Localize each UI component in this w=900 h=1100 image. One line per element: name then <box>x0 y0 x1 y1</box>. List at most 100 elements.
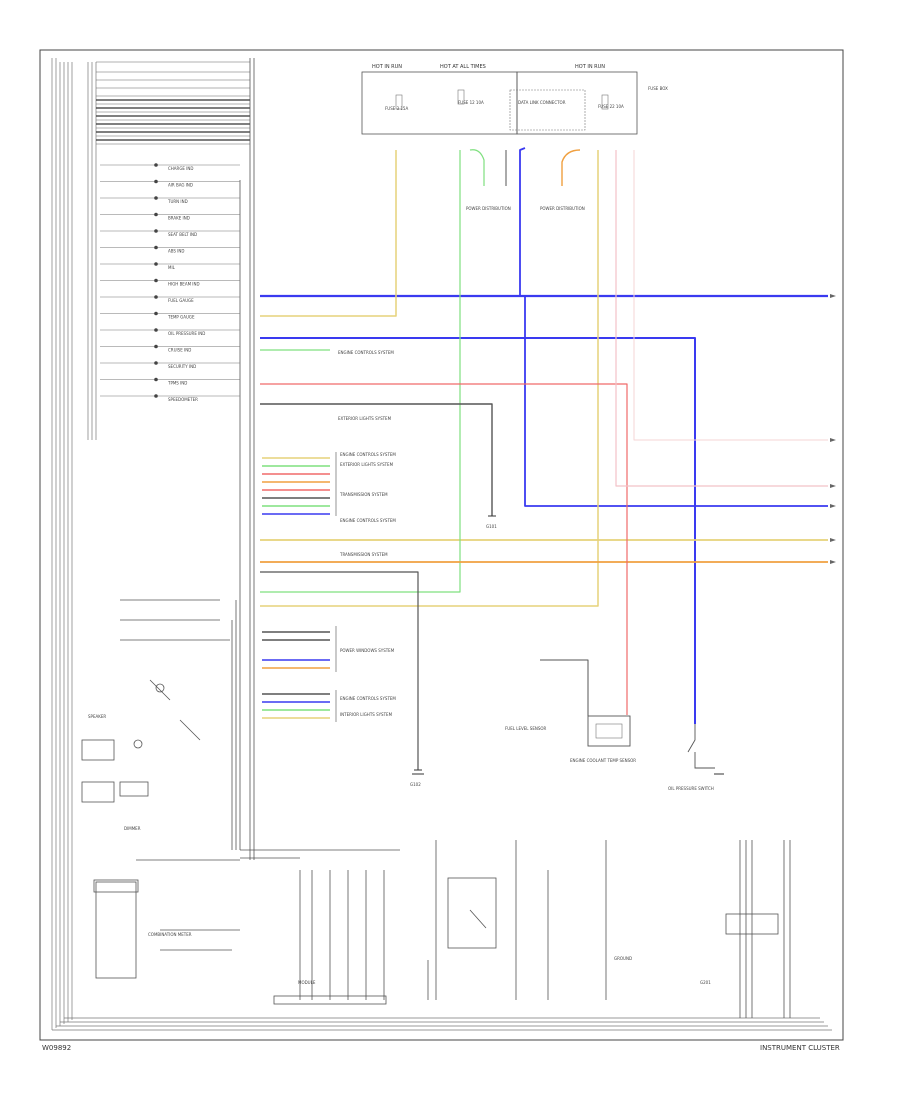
footer-left: W09892 <box>42 1044 72 1052</box>
cluster-row-node <box>154 212 158 217</box>
system-label-10: INTERIOR LIGHTS SYSTEM <box>340 712 393 717</box>
lower-left-components <box>81 599 240 979</box>
conn-b-label: POWER DISTRIBUTION <box>540 206 585 211</box>
cluster-row-label: TPMS IND <box>167 381 187 386</box>
cluster-dark-bus <box>96 99 250 141</box>
cluster-row: AIR BAG IND <box>100 179 240 188</box>
cluster-row-label: FUEL GAUGE <box>168 298 194 303</box>
cluster-indicator-rows: CHARGE IND AIR BAG IND TURN IND BRAKE IND SE… <box>100 163 240 402</box>
footer-right: INSTRUMENT CLUSTER <box>760 1044 840 1052</box>
right-edge-arrows <box>830 294 836 564</box>
system-label-4: EXTERIOR LIGHTS SYSTEM <box>340 462 394 467</box>
wire-lightpink <box>633 150 828 441</box>
cluster-row-node <box>154 278 158 283</box>
cluster-row: TEMP GAUGE <box>100 311 240 320</box>
wire-blue-right <box>260 337 696 724</box>
cluster-row-node <box>154 377 158 382</box>
wire-red <box>260 383 628 715</box>
system-label-1: ENGINE CONTROLS SYSTEM <box>338 350 394 355</box>
fuse-symbols <box>395 89 609 110</box>
cluster-row: TPMS IND <box>100 377 240 386</box>
cluster-rails <box>231 58 255 860</box>
cluster-row-node <box>154 245 158 250</box>
ground-g1: G101 <box>486 524 497 529</box>
data-link-box <box>509 89 586 131</box>
sensor-a-inner <box>595 723 623 739</box>
cluster-row-label: SEAT BELT IND <box>168 232 197 237</box>
cluster-row-label: BRAKE IND <box>168 216 190 221</box>
wire-blue-drop <box>519 147 828 507</box>
cluster-row-node <box>154 262 158 266</box>
cluster-row-node <box>154 295 158 299</box>
cluster-row-node <box>154 311 158 316</box>
cluster-row-label: CHARGE IND <box>168 166 193 171</box>
cluster-row-label: HIGH BEAM IND <box>168 282 200 287</box>
cluster-row-node <box>154 344 158 349</box>
diagram-frame <box>39 49 844 1041</box>
cluster-row-label: TEMP GAUGE <box>167 315 195 320</box>
lower-a-label: SPEAKER <box>88 714 106 719</box>
cluster-row: MIL <box>100 262 240 270</box>
system-label-8: POWER WINDOWS SYSTEM <box>340 648 395 653</box>
cluster-row-label: ABS IND <box>168 249 184 254</box>
cluster-row-node <box>154 328 158 332</box>
fuse-box-left <box>361 71 518 135</box>
sensor-a-label: ENGINE COOLANT TEMP SENSOR <box>570 758 636 763</box>
system-stubs <box>262 457 330 719</box>
fuse-1: FUSE 3 15A <box>385 106 408 111</box>
cluster-row: HIGH BEAM IND <box>100 278 240 287</box>
fuse-box-note: FUSE BOX <box>648 86 668 91</box>
system-label-9: ENGINE CONTROLS SYSTEM <box>340 696 396 701</box>
lower-d-label: MODULE <box>298 980 316 985</box>
ground-g3: G201 <box>700 980 711 985</box>
data-link-label: DATA LINK CONNECTOR <box>518 100 566 105</box>
header-left: HOT IN RUN <box>372 64 402 70</box>
cluster-row-label: SECURITY IND <box>168 364 196 369</box>
lower-middle-connectors <box>240 840 791 1018</box>
cluster-row: ABS IND <box>100 245 240 254</box>
cluster-row-label: CRUISE IND <box>168 348 191 353</box>
wire-pink <box>615 150 828 487</box>
cluster-row: OIL PRESSURE IND <box>100 328 240 336</box>
cluster-row-node <box>154 179 158 184</box>
cluster-top-pins <box>96 61 250 145</box>
cluster-row-node <box>154 394 158 398</box>
cluster-row-node <box>154 196 158 200</box>
cluster-row-node <box>154 361 158 365</box>
wire-green-1 <box>260 150 461 593</box>
cluster-row: CRUISE IND <box>100 344 240 353</box>
header-right: HOT IN RUN <box>575 64 605 70</box>
lower-e-label: GROUND <box>614 956 632 961</box>
ground-symbols <box>412 515 724 775</box>
cluster-row: FUEL GAUGE <box>100 295 240 303</box>
wire-orange-2 <box>561 149 581 186</box>
cluster-row-label: AIR BAG IND <box>168 183 193 188</box>
wire-green-2 <box>469 149 485 186</box>
cluster-row-label: TURN IND <box>167 199 188 204</box>
conn-a-label: POWER DISTRIBUTION <box>466 206 511 211</box>
cluster-row: SECURITY IND <box>100 361 240 369</box>
fuse-2: FUSE 12 10A <box>458 100 484 105</box>
cluster-row: SPEEDOMETER <box>100 394 240 402</box>
wire-yellow-1 <box>260 150 397 317</box>
colored-wires <box>260 147 828 770</box>
system-label-2: EXTERIOR LIGHTS SYSTEM <box>338 416 392 421</box>
system-label-7: TRANSMISSION SYSTEM <box>339 552 388 557</box>
switch-a-symbol <box>687 724 715 769</box>
fuse-3: FUSE 22 10A <box>598 104 624 109</box>
system-label-3: ENGINE CONTROLS SYSTEM <box>340 452 396 457</box>
left-harness <box>51 58 832 1031</box>
system-label-6: ENGINE CONTROLS SYSTEM <box>340 518 396 523</box>
cluster-row-node <box>154 229 158 233</box>
sensor-b-label: FUEL LEVEL SENSOR <box>505 726 547 731</box>
switch-a-label: OIL PRESSURE SWITCH <box>668 786 714 791</box>
wire-yellow-2 <box>260 150 599 607</box>
cluster-row-label: OIL PRESSURE IND <box>168 331 205 336</box>
wire-gray-2 <box>260 571 419 770</box>
header-mid: HOT AT ALL TIMES <box>440 64 486 70</box>
lower-c-label: COMBINATION METER <box>148 932 192 937</box>
cluster-row: SEAT BELT IND <box>100 229 240 237</box>
sensor-a-body <box>587 715 631 747</box>
ground-g2: G102 <box>410 782 421 787</box>
